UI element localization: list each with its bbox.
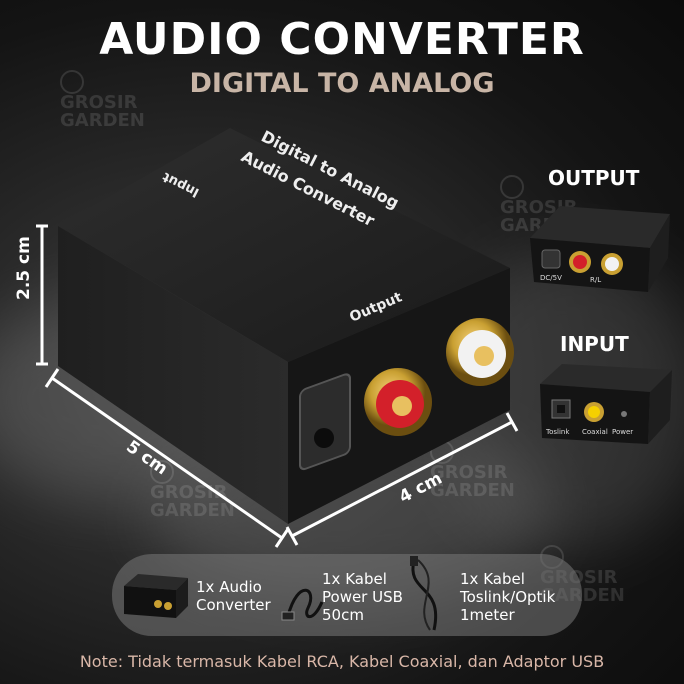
page-title: AUDIO CONVERTER <box>99 14 585 65</box>
mini-converter-icon <box>124 574 188 618</box>
output-device-thumbnail: DC/5V R/L <box>530 206 670 292</box>
dc-jack <box>299 373 351 471</box>
package-item-line: 1x Audio <box>196 578 262 596</box>
exclusion-note: Note: Tidak termasuk Kabel RCA, Kabel Co… <box>79 652 605 671</box>
package-item-line: 1meter <box>460 606 515 624</box>
leaf-logo-icon <box>500 175 524 199</box>
input-device-thumbnail: Toslink Coaxial Power <box>540 364 672 444</box>
leaf-logo-icon <box>60 70 84 94</box>
package-item-line: 1x Kabel <box>460 570 525 588</box>
rl-label: R/L <box>590 276 601 284</box>
height-dimension-label: 2.5 cm <box>14 236 34 300</box>
package-item-line: Power USB <box>322 588 403 606</box>
package-item-optical-cable: 1x Kabel Toslink/Optik 1meter <box>460 570 555 624</box>
power-label: Power <box>612 428 633 436</box>
package-item-line: Toslink/Optik <box>460 588 556 606</box>
toslink-label: Toslink <box>545 428 570 436</box>
package-item-line: 1x Kabel <box>322 570 387 588</box>
output-heading: OUTPUT <box>548 166 640 190</box>
package-item-line: Converter <box>196 596 271 614</box>
rca-red-pin <box>392 396 412 416</box>
package-item-converter: 1x Audio Converter <box>196 578 271 614</box>
leaf-logo-icon <box>150 460 174 484</box>
optical-cable-icon <box>410 556 438 631</box>
package-item-usb-cable: 1x Kabel Power USB 50cm <box>322 570 403 624</box>
dc-jack-hole <box>314 428 334 448</box>
package-item-line: 50cm <box>322 606 364 624</box>
watermark: GROSIR GARDEN <box>60 70 150 130</box>
coaxial-label: Coaxial <box>582 428 608 436</box>
dc-5v-label: DC/5V <box>540 274 562 282</box>
device-top-face <box>58 128 510 362</box>
package-contents-panel <box>112 554 582 636</box>
dimension-lines <box>36 224 519 548</box>
input-heading: INPUT <box>560 332 629 356</box>
usb-cable-icon <box>281 588 324 621</box>
device-left-face <box>58 226 288 524</box>
page-subtitle: DIGITAL TO ANALOG <box>189 68 495 99</box>
rca-white-pin <box>474 346 494 366</box>
